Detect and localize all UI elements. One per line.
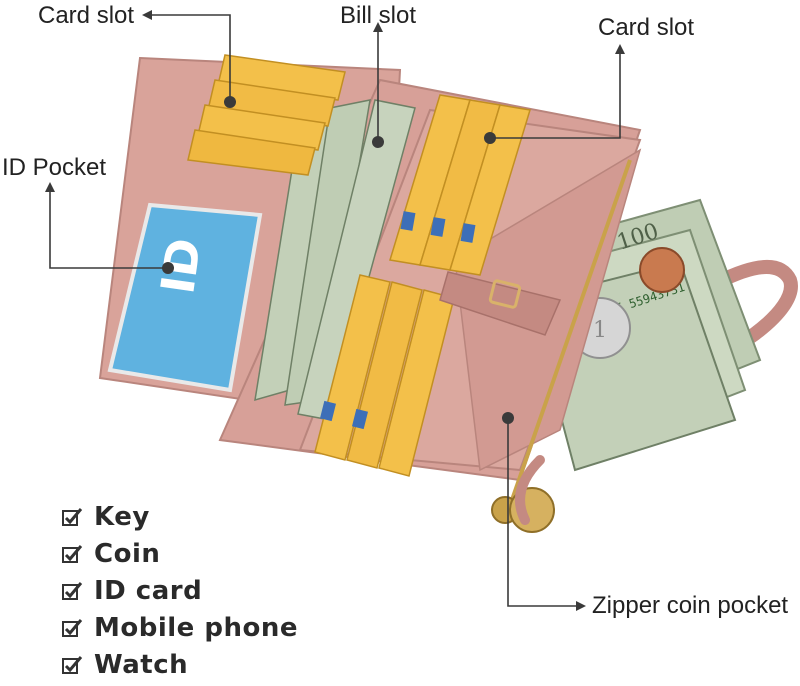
svg-text:1: 1 [593,318,607,343]
feature-list: Key Coin ID card Mobile phone Watch [60,498,298,683]
zipper [503,159,632,521]
feature-label: Coin [94,538,161,569]
callout-dot-icon [224,96,236,108]
callout-id-pocket: ID Pocket [2,154,107,181]
feature-item: ID card [60,572,298,609]
check-icon [62,507,83,526]
callout-lines [49,14,621,607]
callout-dots [162,96,514,424]
check-icon [62,618,83,637]
callout-zipper-coin-pocket: Zipper coin pocket [592,592,789,619]
callout-dot-icon [372,136,384,148]
check-icon [62,544,83,563]
id-card-text: ID [150,235,211,297]
callout-card-slot-right: Card slot [598,14,695,41]
callout-arrowheads [45,10,625,611]
banknotes-middle [254,99,416,421]
callout-dot-icon [502,412,514,424]
feature-item: Key [60,498,298,535]
id-window: ID [107,202,263,393]
cards-right-lower [314,274,455,477]
feature-label: Key [94,501,150,532]
callout-card-slot-left: Card slot [38,2,135,29]
cards-right-upper [389,94,531,276]
cards-left [187,54,346,176]
callout-dot-icon [162,262,174,274]
callout-dot-icon [484,132,496,144]
feature-label: ID card [94,575,203,606]
feature-label: Mobile phone [94,612,298,643]
feature-label: Watch [94,649,189,680]
check-icon [62,655,83,674]
copper-coin [639,247,685,293]
buckle-tab [439,271,562,336]
check-icon [62,581,83,600]
feature-item: Mobile phone [60,609,298,646]
feature-item: Coin [60,535,298,572]
feature-item: Watch [60,646,298,683]
callout-bill-slot: Bill slot [340,2,417,29]
